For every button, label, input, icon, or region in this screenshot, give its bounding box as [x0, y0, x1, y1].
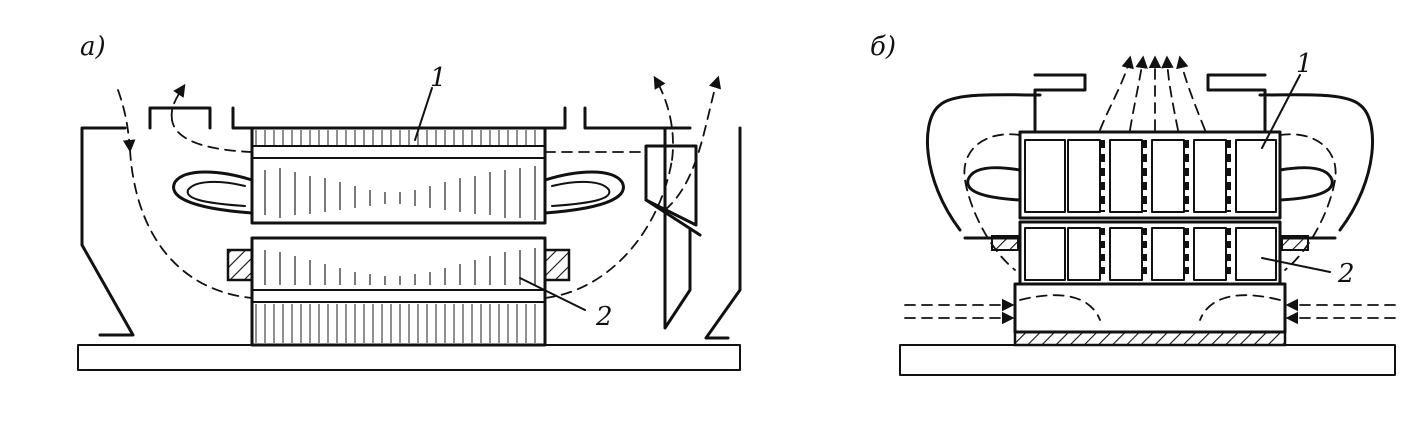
panel-a-end-ring-right — [543, 248, 571, 282]
panel-a-end-winding-right — [543, 170, 625, 215]
panel-a-end-ring-left — [226, 248, 254, 282]
panel-a-rotor-core — [250, 236, 547, 347]
panel-b-end-winding-right — [1278, 166, 1334, 202]
panel-b-label: б) — [870, 32, 896, 62]
panel-a-base — [77, 344, 741, 371]
panel-b-ring-left — [991, 235, 1019, 251]
panel-a-duct-box — [644, 144, 698, 227]
panel-b-callout-2-leader — [1261, 257, 1331, 273]
panel-b-ring-right — [1281, 235, 1309, 251]
panel-b-stator-modules — [1018, 130, 1282, 220]
panel-a-callout-2: 2 — [595, 302, 613, 332]
panel-a-housing-left-top — [148, 106, 212, 130]
panel-a-stator-core — [250, 126, 547, 225]
panel-a-housing-left — [80, 126, 135, 337]
panel-b-callout-1-leader — [1261, 74, 1301, 149]
panel-b-rotor-modules — [1018, 220, 1282, 286]
panel-b-callout-1: 1 — [1296, 49, 1313, 79]
panel-b: б) — [870, 32, 1396, 376]
panel-b-callout-2: 2 — [1337, 259, 1355, 289]
panel-a-airflow — [117, 75, 722, 299]
panel-a-callout-2-leader — [519, 277, 586, 311]
panel-b-end-winding-left — [966, 166, 1022, 202]
panel-a-label: а) — [80, 32, 106, 62]
panel-a-housing-right — [543, 106, 742, 340]
panel-b-base — [899, 344, 1396, 376]
panel-b-shaft-block — [1013, 282, 1287, 347]
panel-a-callout-1: 1 — [430, 63, 447, 93]
panel-a: а) — [77, 32, 742, 371]
panel-a-inlet-left — [231, 106, 254, 130]
panel-a-callout-1-leader — [414, 87, 433, 141]
panel-a-end-winding-left — [172, 170, 254, 215]
panel-b-housing — [925, 73, 1087, 232]
panel-b-airflow — [904, 55, 1396, 325]
